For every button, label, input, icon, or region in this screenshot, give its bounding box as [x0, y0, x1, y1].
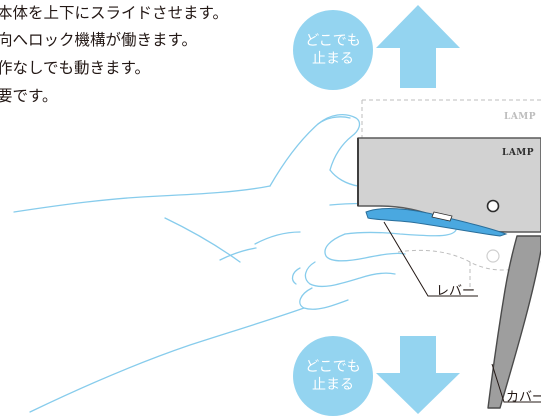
description-line-4: 要です。	[0, 87, 58, 105]
badge-bottom-line-2: 止まる	[312, 377, 354, 393]
badge-top-line-1: どこでも	[305, 33, 361, 49]
arrow-up-icon	[376, 5, 460, 88]
brand-logo-ghost: LAMP	[504, 112, 537, 122]
lever-callout-line	[383, 221, 478, 297]
device-ghost-top	[361, 99, 541, 150]
lamp-device-body	[357, 137, 541, 233]
lever-label: レバー	[436, 284, 476, 299]
cover-label: カバー	[506, 390, 541, 405]
brand-logo: LAMP	[502, 148, 535, 158]
badge-top-line-2: 止まる	[312, 51, 354, 67]
description-line-3: 作なしでも動きます。	[0, 59, 150, 77]
lever-part	[365, 208, 508, 237]
cover-callout-line	[491, 363, 541, 403]
stop-anywhere-badge-top: どこでも 止まる	[293, 10, 373, 90]
hand-outline	[13, 113, 458, 413]
description-line-2: 向へロック機構が働きます。	[0, 31, 197, 49]
stop-anywhere-badge-bottom: どこでも 止まる	[293, 336, 373, 416]
arrow-down-icon	[376, 336, 460, 414]
cover-part	[487, 235, 541, 409]
description-line-1: 本体を上下にスライドさせます。	[0, 4, 228, 22]
badge-bottom-line-1: どこでも	[305, 359, 361, 375]
